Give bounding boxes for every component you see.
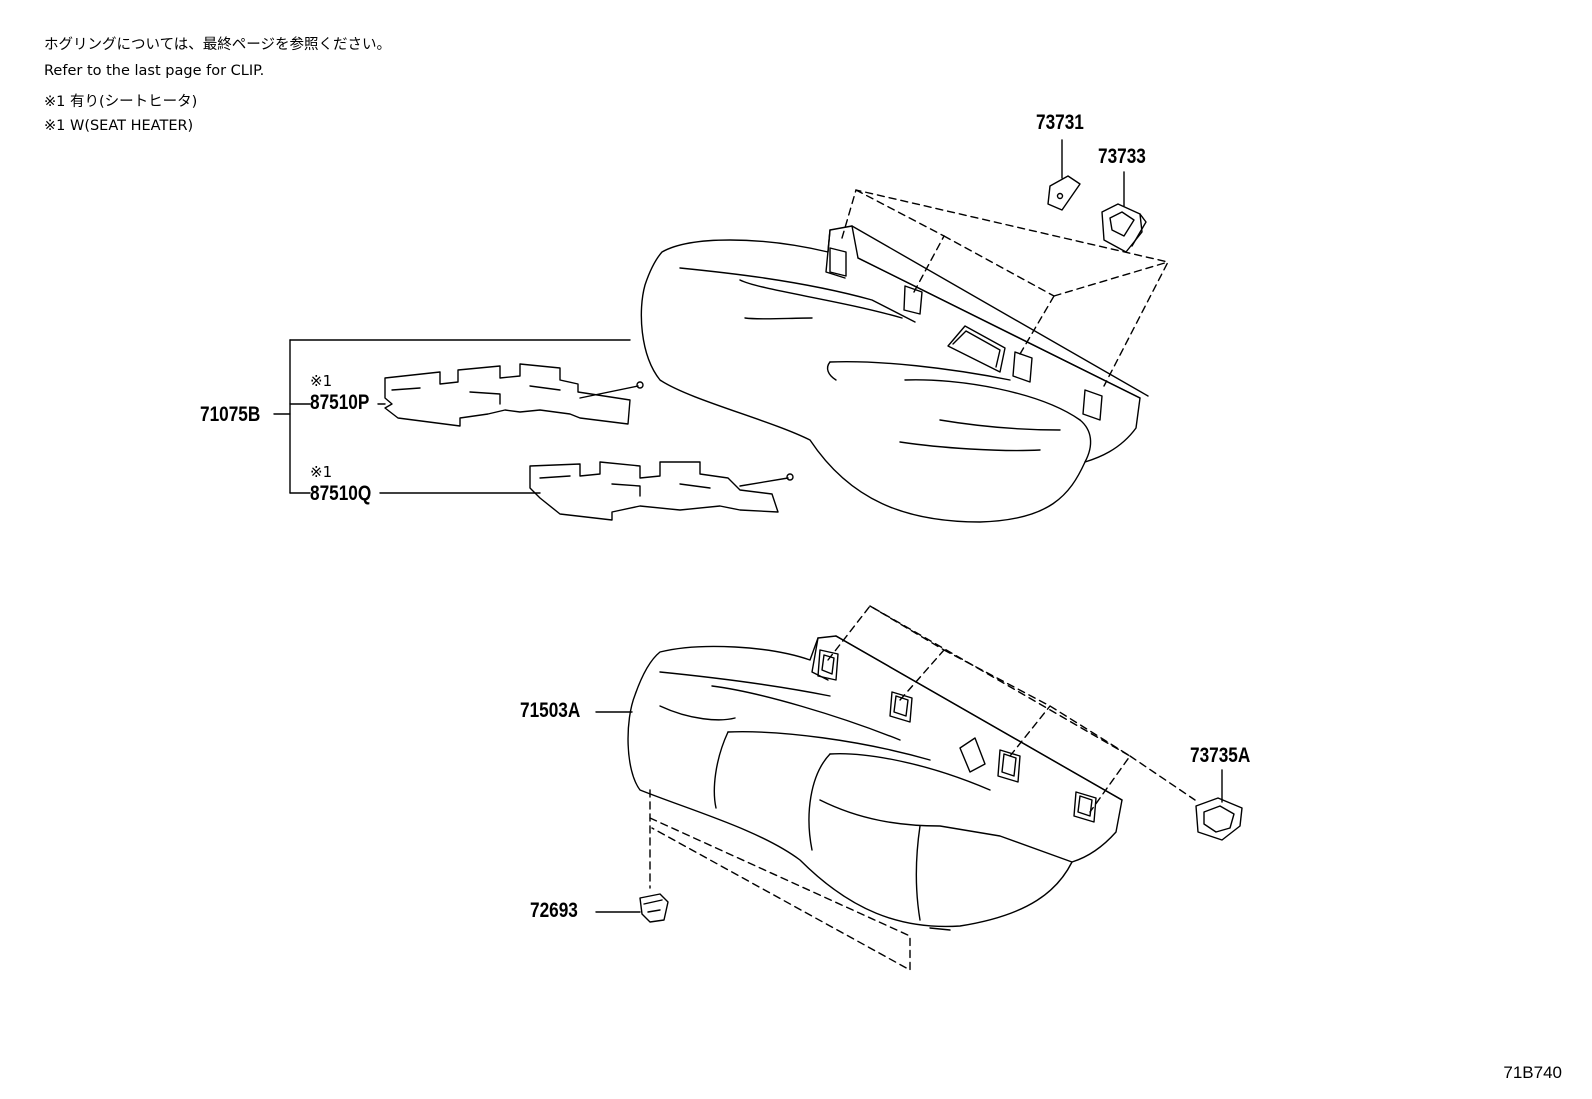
- part-label-73735A: 73735A: [1190, 744, 1251, 767]
- seat-heater-marker-87510Q: ※1: [310, 463, 333, 481]
- seat-heater-87510P-drawing: [377, 363, 644, 427]
- clip-73735A-drawing: [1195, 769, 1243, 841]
- upper-assembly-dashed-guides: [841, 189, 1169, 387]
- clip-73731-drawing: [1047, 139, 1081, 211]
- part-label-73731: 73731: [1036, 111, 1084, 134]
- seat-heater-marker-87510P: ※1: [310, 372, 333, 390]
- clip-73733-drawing: [1101, 171, 1147, 253]
- seat-heater-note-japanese: ※1 有り(シートヒータ): [44, 94, 198, 110]
- leader-lines: [595, 711, 641, 913]
- seat-heater-note-english: ※1 W(SEAT HEATER): [44, 118, 194, 134]
- part-label-73733: 73733: [1098, 145, 1146, 168]
- clip-note-english: Refer to the last page for CLIP.: [44, 63, 265, 79]
- clip-72693-drawing: [639, 893, 669, 923]
- drawing-code: 71B740: [1503, 1063, 1562, 1082]
- seat-heater-87510Q-drawing: [379, 461, 794, 521]
- seat-cushion-cover-drawing: [289, 225, 1149, 523]
- lower-assembly-dashed-guides: [649, 605, 1196, 971]
- clip-note-japanese: ホグリングについては、最終ページを参照ください。: [44, 37, 391, 53]
- part-label-87510Q: 87510Q: [310, 482, 372, 505]
- part-label-71075B: 71075B: [200, 403, 261, 426]
- seat-cushion-pad-drawing: [627, 635, 1123, 931]
- part-label-87510P: 87510P: [310, 391, 370, 414]
- part-71075B-bracket: [273, 339, 311, 494]
- part-label-71503A: 71503A: [520, 699, 581, 722]
- part-label-72693: 72693: [530, 899, 578, 922]
